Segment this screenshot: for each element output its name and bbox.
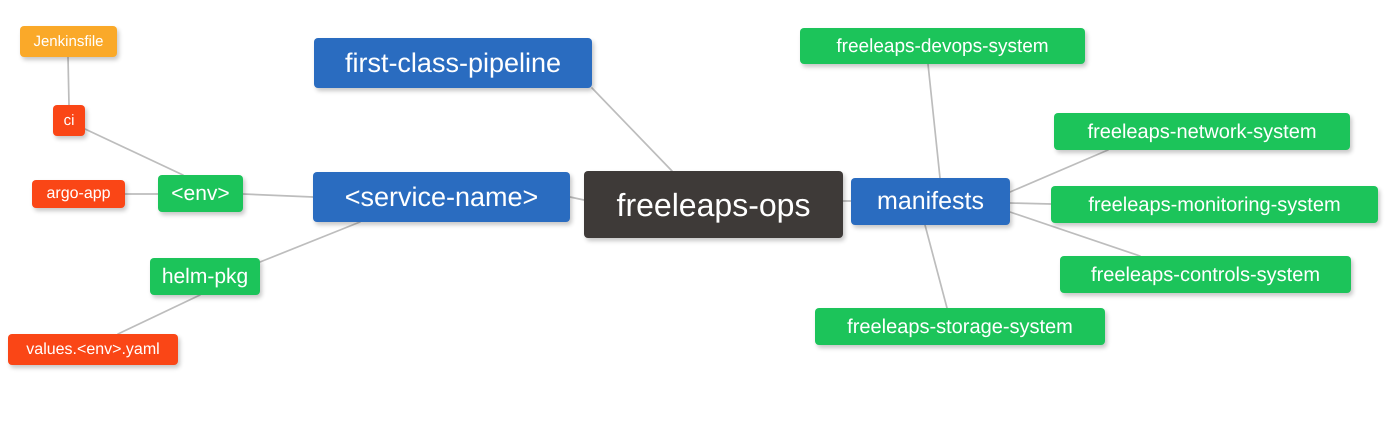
edge-helm-pkg-values [117, 294, 201, 335]
node-label-first-class-pipeline: first-class-pipeline [344, 47, 562, 78]
edge-service-name-helm-pkg [259, 221, 361, 263]
node-service-name[interactable]: <service-name> [313, 172, 570, 222]
node-label-manifests: manifests [877, 187, 984, 215]
node-first-class-pipeline[interactable]: first-class-pipeline [314, 38, 592, 88]
edge-manifests-devops [927, 63, 941, 179]
node-freeleaps-controls-system[interactable]: freeleaps-controls-system [1060, 256, 1351, 293]
node-label-freeleaps-network-system: freeleaps-network-system [1087, 120, 1317, 143]
node-values-env-yaml[interactable]: values.<env>.yaml [8, 334, 178, 365]
node-freeleaps-monitoring-system[interactable]: freeleaps-monitoring-system [1051, 186, 1378, 223]
node-label-freeleaps-ops: freeleaps-ops [616, 186, 811, 223]
node-label-helm-pkg: helm-pkg [161, 265, 249, 288]
node-label-freeleaps-storage-system: freeleaps-storage-system [847, 315, 1073, 338]
node-jenkinsfile[interactable]: Jenkinsfile [20, 26, 117, 57]
node-freeleaps-storage-system[interactable]: freeleaps-storage-system [815, 308, 1105, 345]
node-env[interactable]: <env> [158, 175, 243, 212]
edge-ci-jenkinsfile [67, 56, 70, 106]
node-freeleaps-network-system[interactable]: freeleaps-network-system [1054, 113, 1350, 150]
node-label-service-name: <service-name> [344, 181, 539, 212]
node-label-freeleaps-controls-system: freeleaps-controls-system [1091, 263, 1320, 286]
node-label-ci: ci [63, 112, 75, 129]
node-label-env: <env> [171, 182, 230, 205]
node-label-freeleaps-devops-system: freeleaps-devops-system [836, 35, 1049, 57]
node-label-values-env-yaml: values.<env>.yaml [26, 340, 160, 358]
node-manifests[interactable]: manifests [851, 178, 1010, 225]
node-argo-app[interactable]: argo-app [32, 180, 125, 208]
node-label-jenkinsfile: Jenkinsfile [33, 33, 104, 50]
node-label-argo-app: argo-app [46, 185, 111, 202]
edge-env-ci [84, 128, 184, 176]
edge-root-service-name [569, 196, 585, 201]
edge-root-first-class-pipeline [591, 87, 673, 172]
node-freeleaps-devops-system[interactable]: freeleaps-devops-system [800, 28, 1085, 64]
node-label-freeleaps-monitoring-system: freeleaps-monitoring-system [1088, 193, 1341, 216]
edge-manifests-monitoring [1009, 202, 1052, 205]
edge-manifests-storage [924, 224, 948, 309]
node-freeleaps-ops[interactable]: freeleaps-ops [584, 171, 843, 238]
node-ci[interactable]: ci [53, 105, 85, 136]
edge-service-name-env [242, 193, 314, 198]
node-helm-pkg[interactable]: helm-pkg [150, 258, 260, 295]
